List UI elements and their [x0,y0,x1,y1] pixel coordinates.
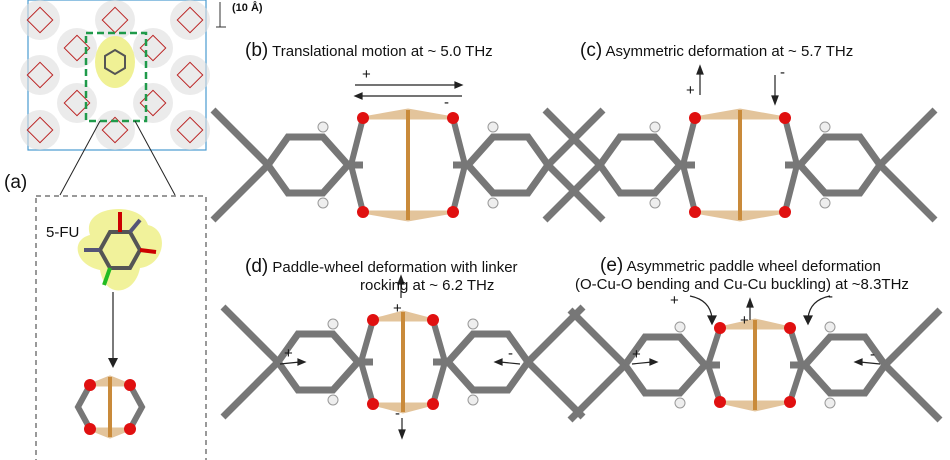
panel-d-title: Paddle-wheel deformation with linker [272,259,518,276]
plus-sign: + [670,292,679,309]
paddle-wheel-structure [220,304,586,420]
paddle-wheel-structure [542,107,938,223]
minus-sign: - [395,405,400,422]
plus-sign: + [393,300,402,317]
panel-c-title: Asymmetric deformation at ~ 5.7 THz [605,43,854,60]
paddle-wheel-structure [567,307,943,423]
panel-e-title: Asymmetric paddle wheel deformation [626,258,881,275]
minus-sign: - [444,94,449,111]
zoom-box [35,195,207,460]
translation-arrows [353,81,464,100]
panel-c-label: (c) [580,40,603,61]
panel-d-label: (d) [245,256,269,277]
molecule-label: 5-FU [46,224,80,241]
zoom-line [59,120,101,196]
plus-sign: + [740,312,749,329]
scale-bar-label: (10 Å) [232,2,263,14]
mof-lattice-image [20,0,210,151]
panel-a-label: (a) [4,172,28,193]
drug-in-pore [95,36,135,88]
panel-b-label: (b) [245,40,269,61]
panel-e-title-line2: (O-Cu-O bending and Cu-Cu buckling) at ~… [575,276,909,293]
pore-highlight-box [84,31,148,123]
minus-sign: - [780,64,785,81]
paddle-wheel-structure [74,375,146,439]
5fu-molecule [77,208,162,291]
minus-sign: - [508,345,513,362]
plus-sign: + [686,82,695,99]
plus-sign: + [284,345,293,362]
paddle-wheel-structure [210,107,606,223]
plus-sign: + [632,346,641,363]
minus-sign: - [870,346,875,363]
panel-b-title: Translational motion at ~ 5.0 THz [272,43,493,60]
panel-d-title-line2: rocking at ~ 6.2 THz [360,277,495,294]
plus-sign: + [362,66,371,83]
deformation-arrows [279,64,881,440]
minus-sign: - [828,288,833,305]
panel-e-label: (e) [600,255,624,276]
